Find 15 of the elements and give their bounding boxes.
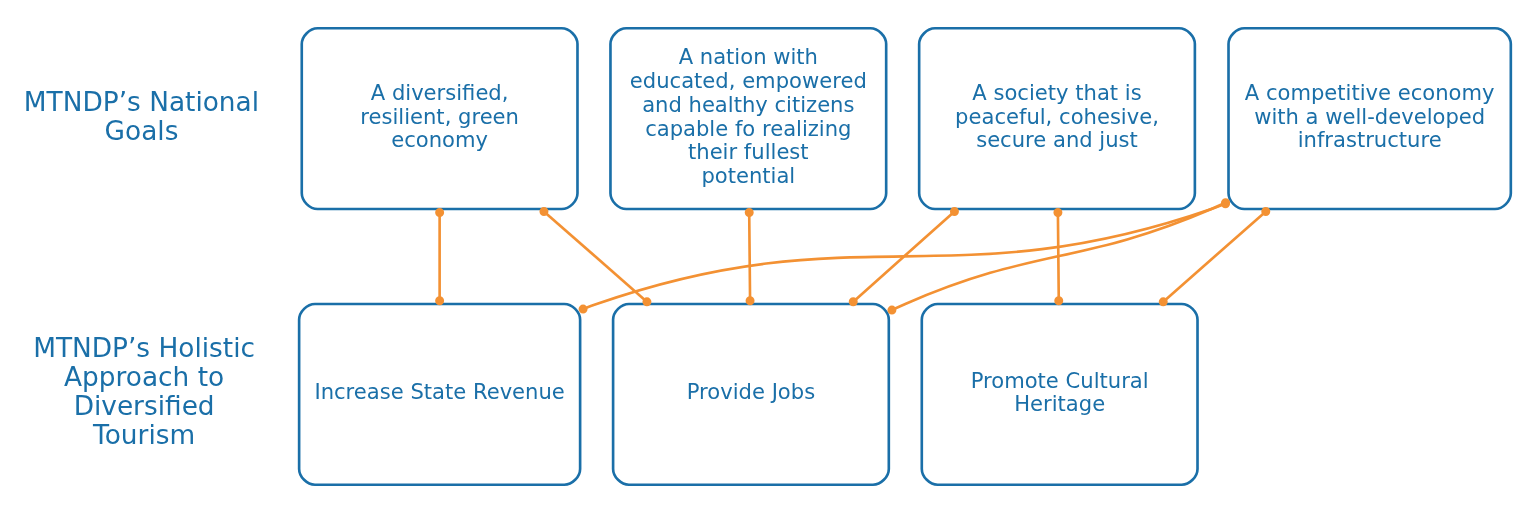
node-box: A competitive economy with a well-developed infrastructure xyxy=(1227,26,1513,211)
node-box: A society that is peaceful, cohesive, secure and just xyxy=(917,26,1197,211)
node-box: A nation with educated, empowered and healthy citizens capable fo realizing their fullest potential xyxy=(609,26,888,211)
label: MTNDP’s National Goals xyxy=(23,86,260,146)
node-box: Promote Cultural Heritage xyxy=(920,302,1199,487)
node-box: A diversified, resilient, green economy xyxy=(300,26,579,211)
connector xyxy=(1158,207,1271,307)
connector xyxy=(1053,208,1064,306)
connector xyxy=(435,208,445,306)
connector xyxy=(539,207,652,307)
node-box: Provide Jobs xyxy=(611,302,891,487)
node-box: Increase State Revenue xyxy=(297,302,582,487)
label: MTNDP’s Holistic Approach to Diversified Tourism xyxy=(33,333,256,451)
connector xyxy=(744,208,755,306)
connector xyxy=(848,207,959,307)
